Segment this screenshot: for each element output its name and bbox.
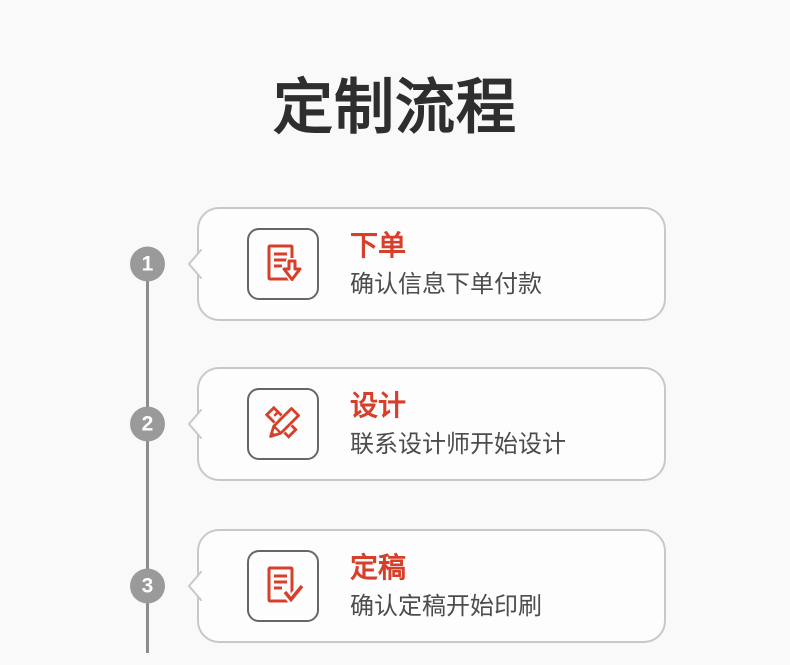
step-number: 3 (141, 574, 154, 597)
step-item-final-draft: 3 定稿 确认 (0, 529, 790, 643)
step-card: 下单 确认信息下单付款 (188, 207, 666, 321)
card-tail-notch (188, 571, 202, 601)
step-text-block: 设计 联系设计师开始设计 (350, 369, 566, 479)
order-document-download-icon (267, 244, 303, 283)
step-title: 定稿 (350, 551, 407, 583)
design-ruler-pencil-icon (264, 405, 301, 439)
step-title: 设计 (350, 389, 407, 421)
page-title: 定制流程 (273, 74, 517, 141)
step-card: 设计 联系设计师开始设计 (188, 367, 666, 481)
step-description: 确认信息下单付款 (350, 270, 542, 298)
step-item-design: 2 (0, 367, 790, 481)
step-number-badge: 1 (130, 246, 165, 282)
card-tail-notch (188, 409, 202, 439)
step-number: 1 (141, 252, 154, 275)
step-description: 确认定稿开始印刷 (350, 592, 542, 620)
step-number-badge: 2 (130, 406, 165, 442)
design-icon-box (247, 388, 319, 460)
step-text-block: 定稿 确认定稿开始印刷 (350, 531, 542, 641)
step-title: 下单 (350, 229, 407, 261)
final-draft-check-icon (267, 566, 306, 604)
card-tail-notch (188, 249, 202, 279)
step-item-order: 1 下单 确认 (0, 207, 790, 321)
timeline-line (146, 262, 149, 653)
step-description: 联系设计师开始设计 (350, 430, 566, 458)
final-draft-icon-box (247, 550, 319, 622)
step-number-badge: 3 (130, 568, 165, 604)
step-text-block: 下单 确认信息下单付款 (350, 209, 542, 319)
order-icon-box (247, 228, 319, 300)
step-card: 定稿 确认定稿开始印刷 (188, 529, 666, 643)
step-number: 2 (141, 412, 154, 435)
